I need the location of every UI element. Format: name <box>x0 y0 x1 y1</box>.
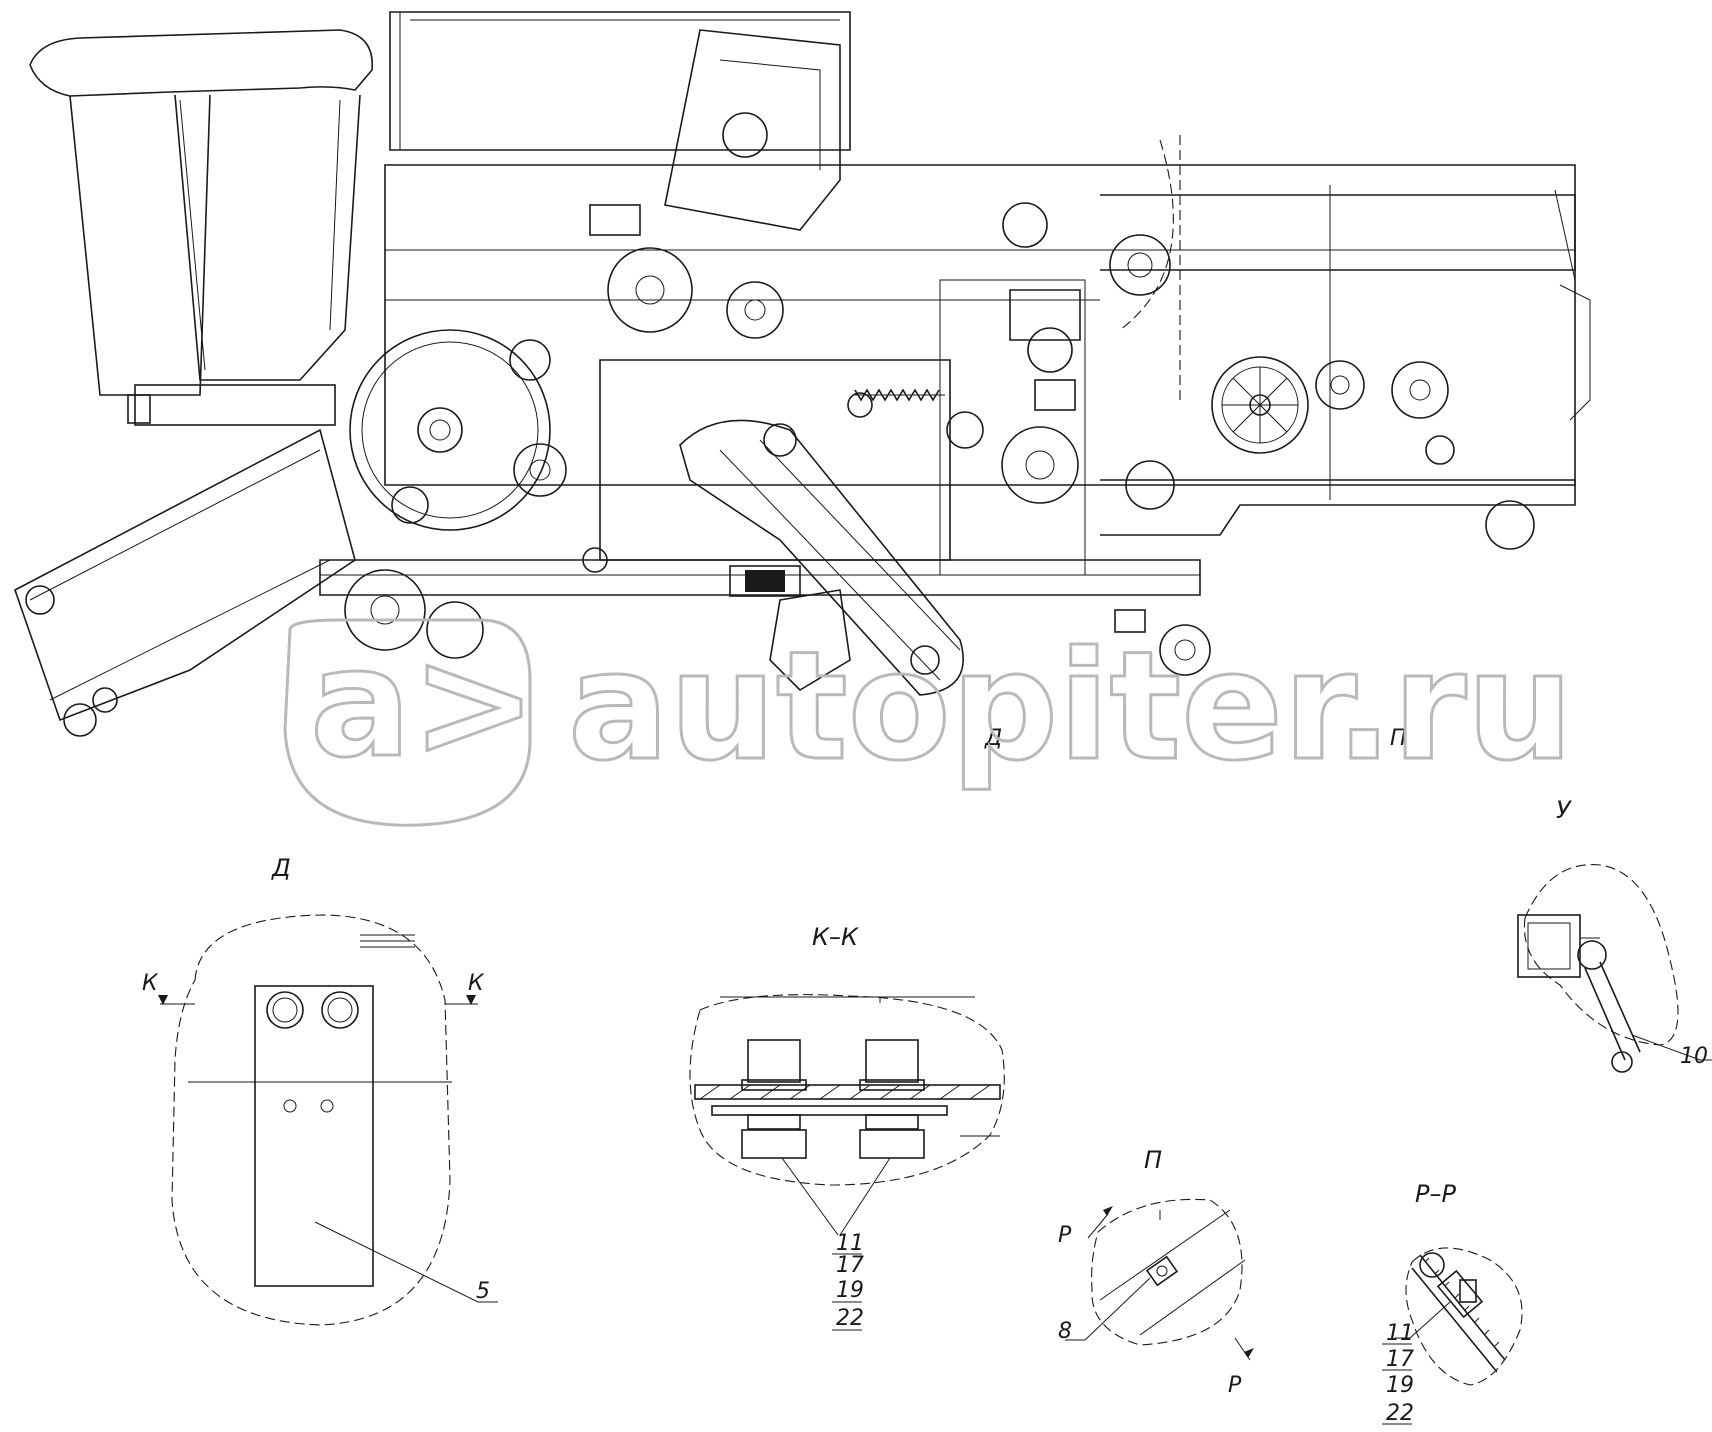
detail-kk-title: К–К <box>812 923 859 951</box>
feeder-housing <box>14 428 356 737</box>
large-wheel-pulley <box>1211 284 1591 550</box>
callout-rr-17: 17 <box>1386 1347 1414 1372</box>
cleaning-pulleys <box>946 202 1175 510</box>
watermark: a> autopiter.ru <box>283 616 1575 827</box>
main-frame <box>319 135 1576 597</box>
callout-19: 19 <box>836 1278 864 1303</box>
threshing-drum <box>349 329 567 531</box>
unloading-auger <box>679 419 964 696</box>
detail-d: Д К К 5 <box>142 854 498 1326</box>
section-mark-k-left: К <box>142 971 159 996</box>
bolt-assembly-left <box>741 1039 807 1159</box>
watermark-badge-outline <box>283 618 532 827</box>
callout-11: 11 <box>836 1231 864 1256</box>
callout-rr-19: 19 <box>1386 1373 1414 1398</box>
callout-5: 5 <box>476 1279 490 1304</box>
detail-kk: К–К 11 17 19 22 <box>689 923 1005 1331</box>
mounting-plate <box>254 985 374 1287</box>
detail-u: У 10 <box>1517 796 1712 1073</box>
callout-rr-22: 22 <box>1386 1401 1414 1426</box>
detail-p: П Р Р 8 <box>1058 1146 1254 1398</box>
callout-8: 8 <box>1058 1319 1072 1344</box>
detail-rr-outline <box>1405 1247 1523 1386</box>
callout-17: 17 <box>836 1253 864 1278</box>
detail-u-title: У <box>1556 796 1572 824</box>
grain-bunker <box>29 29 373 426</box>
bolt-assembly-right <box>859 1039 925 1159</box>
section-mark-k-right: К <box>468 971 485 996</box>
lower-hardware <box>344 547 1211 676</box>
watermark-badge: a> <box>310 617 537 791</box>
section-mark-p-top: Р <box>1058 1223 1072 1248</box>
view-marker-p: П <box>1390 726 1407 751</box>
section-mark-p-bottom: Р <box>1228 1373 1242 1398</box>
detail-rr-title: Р–Р <box>1415 1180 1456 1208</box>
upper-housing <box>389 11 851 231</box>
tension-spring <box>847 388 945 418</box>
detail-p-title: П <box>1144 1146 1162 1174</box>
detail-p-outline <box>1091 1198 1243 1346</box>
main-view: Д П <box>14 11 1591 751</box>
detail-kk-outline <box>689 994 1005 1186</box>
beater-pulleys <box>589 204 784 339</box>
callout-22: 22 <box>836 1306 864 1331</box>
watermark-text: autopiter.ru <box>568 620 1573 794</box>
callout-10: 10 <box>1680 1044 1708 1069</box>
detail-rr: Р–Р 11 17 19 22 <box>1382 1180 1523 1426</box>
callout-rr-11: 11 <box>1386 1321 1414 1346</box>
view-marker-d: Д <box>984 726 1002 751</box>
detail-d-outline <box>171 914 451 1326</box>
detail-u-outline <box>1523 864 1679 1046</box>
detail-d-title: Д <box>271 854 291 882</box>
